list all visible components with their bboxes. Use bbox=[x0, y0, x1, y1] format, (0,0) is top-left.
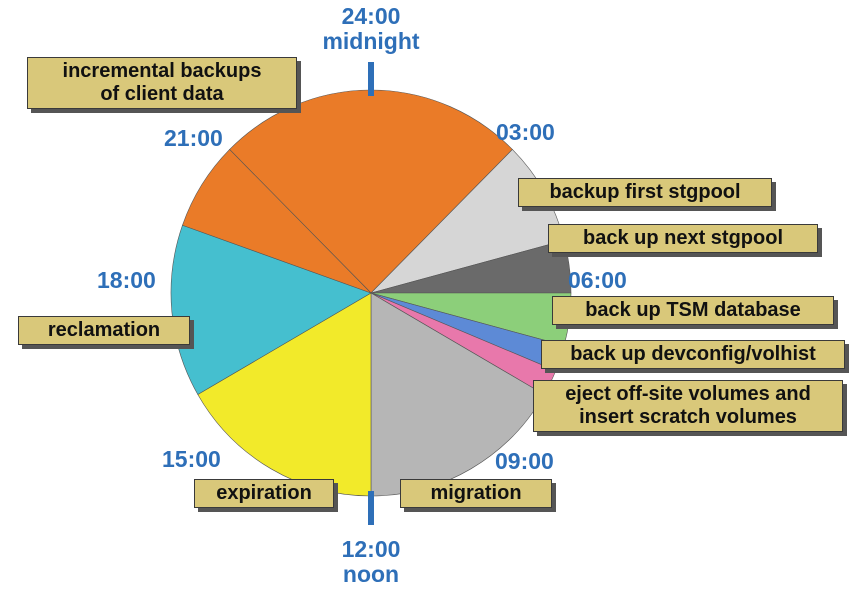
noon-time: 12:00 bbox=[341, 536, 401, 562]
task-label-eject-insert-volumes: eject off-site volumes and insert scratc… bbox=[533, 380, 843, 432]
pie-slice-reclamation-8 bbox=[170, 224, 372, 395]
time-label-03: 03:00 bbox=[496, 119, 555, 145]
task-label-migration: migration bbox=[400, 479, 552, 508]
eject-line-2: insert scratch volumes bbox=[579, 406, 797, 428]
task-label-backup-first-stgpool: backup first stgpool bbox=[518, 178, 772, 207]
pie-slice-incremental-9 bbox=[182, 149, 372, 294]
time-label-midnight: 24:00 midnight bbox=[311, 4, 431, 54]
midnight-word: midnight bbox=[322, 28, 420, 54]
time-label-18: 18:00 bbox=[97, 267, 156, 293]
midnight-time: 24:00 bbox=[341, 3, 401, 29]
time-label-noon: 12:00 noon bbox=[311, 537, 431, 587]
incremental-line-1: incremental backups bbox=[62, 60, 262, 82]
time-label-09: 09:00 bbox=[495, 448, 554, 474]
task-label-back-up-next-stgpool: back up next stgpool bbox=[548, 224, 818, 253]
task-label-reclamation: reclamation bbox=[18, 316, 190, 345]
time-label-15: 15:00 bbox=[162, 446, 221, 472]
task-label-incremental-backups: incremental backups of client data bbox=[27, 57, 297, 109]
task-label-expiration: expiration bbox=[194, 479, 334, 508]
incremental-line-2: of client data bbox=[100, 83, 224, 105]
time-label-06: 06:00 bbox=[568, 267, 627, 293]
task-label-back-up-devconfig: back up devconfig/volhist bbox=[541, 340, 845, 369]
task-label-back-up-tsm-database: back up TSM database bbox=[552, 296, 834, 325]
pie-slice-expiration-7 bbox=[197, 292, 372, 497]
time-label-21: 21:00 bbox=[164, 125, 223, 151]
eject-line-1: eject off-site volumes and bbox=[565, 383, 811, 405]
noon-word: noon bbox=[342, 561, 400, 587]
